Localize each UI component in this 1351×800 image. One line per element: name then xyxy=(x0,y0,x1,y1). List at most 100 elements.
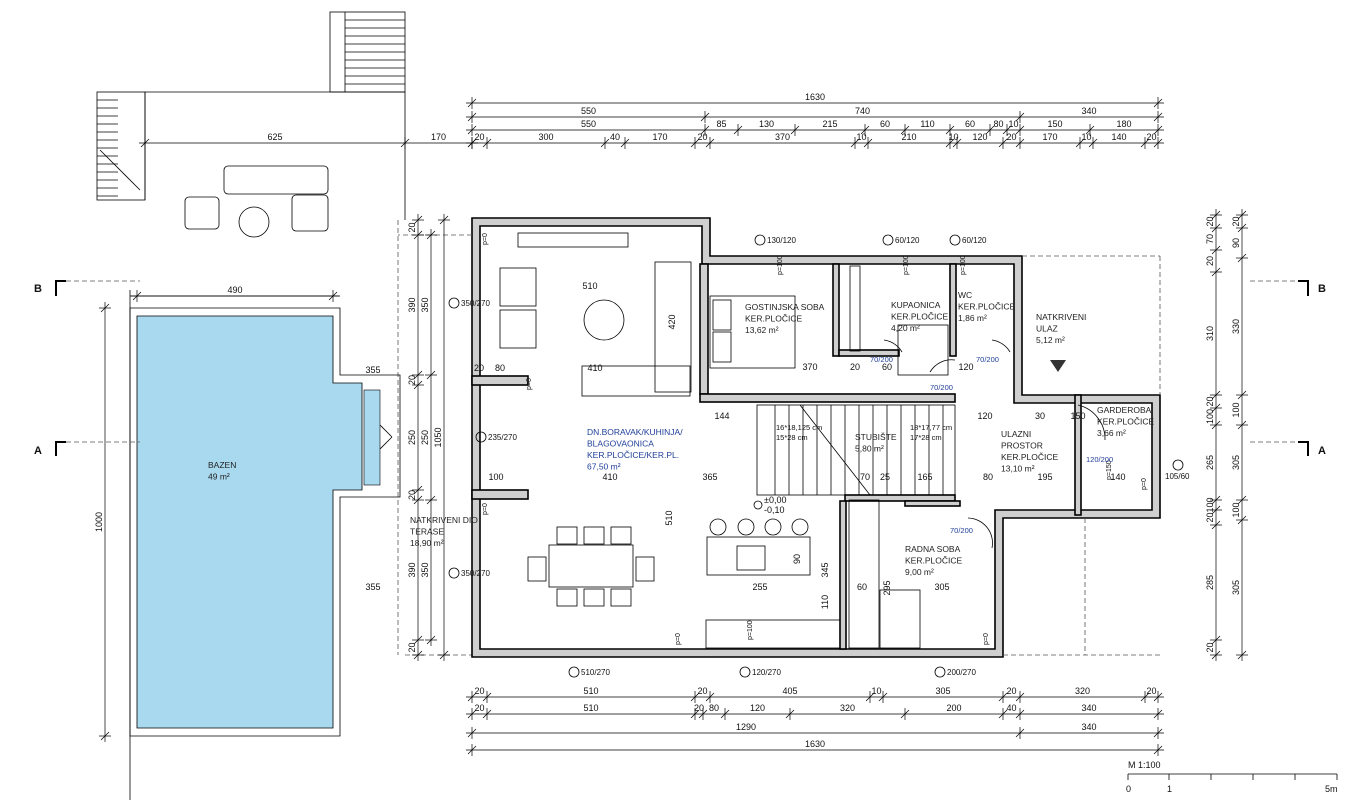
dimension-label: 300 xyxy=(538,132,553,142)
room-labels: DN.BORAVAK/KUHINJA/BLAGOVAONICAKER.PLOČI… xyxy=(208,290,1154,577)
room-label-covered-entry: 5,12 m² xyxy=(1036,335,1065,345)
dimension-label: 130 xyxy=(759,119,774,129)
dimension-label: 20 xyxy=(1205,256,1215,266)
dimension-label: 305 xyxy=(935,686,950,696)
room-label-bath: KER.PLOČICE xyxy=(891,312,948,322)
window-marker-icon xyxy=(1172,459,1184,471)
inner-dimension: 510 xyxy=(582,281,597,291)
stair-spec: 18*17,77 cm xyxy=(910,423,952,432)
dimension-label: 10 xyxy=(1081,132,1091,142)
door-swing-icon xyxy=(1077,404,1106,441)
dimension-label: 20 xyxy=(1146,686,1156,696)
window-marker-icon xyxy=(448,297,460,309)
floor-level-mark: p=0 xyxy=(482,503,489,515)
stool-icon xyxy=(737,518,755,536)
walls xyxy=(398,217,1161,658)
dimension-label: 180 xyxy=(1116,119,1131,129)
window-marker-icon xyxy=(568,666,580,678)
dimension-label: 20 xyxy=(1205,216,1215,226)
dimension-label: 305 xyxy=(1231,455,1241,470)
dimension-label: 85 xyxy=(716,119,726,129)
stair-top-icon xyxy=(329,11,406,93)
dimension-label: 40 xyxy=(610,132,620,142)
dimension-label: 60 xyxy=(965,119,975,129)
room-label-entry: PROSTOR xyxy=(1001,441,1043,451)
door-size: 70/200 xyxy=(930,383,953,392)
dimension-label: 100 xyxy=(1231,402,1241,417)
window-size: 350/270 xyxy=(461,569,490,578)
room-label-living: BLAGOVAONICA xyxy=(587,439,654,449)
window-marker-icon xyxy=(739,666,751,678)
dimension-label: 210 xyxy=(901,132,916,142)
room-label-covered-entry: ULAZ xyxy=(1036,324,1058,334)
stair-left-icon xyxy=(96,91,146,201)
door-swing-icon xyxy=(883,339,903,353)
dimension-label: 100 xyxy=(1205,409,1215,424)
stair-spec: 17*28 cm xyxy=(910,433,942,442)
chair-icon xyxy=(583,526,605,545)
dimension-label: 20 xyxy=(1006,686,1016,696)
dimension-label: 20 xyxy=(1205,396,1215,406)
dimension-label: 20 xyxy=(1146,132,1156,142)
stair-spec: 16*18,125 cm xyxy=(776,423,822,432)
door-swing-icon xyxy=(967,517,993,549)
window-size: 130/120 xyxy=(767,236,796,245)
dimension-label: 340 xyxy=(1081,106,1096,116)
dimension-label: 350 xyxy=(420,562,430,577)
room-label-bath: 4,20 m² xyxy=(891,323,920,333)
room-label-covered-entry: NATKRIVENI xyxy=(1036,312,1086,322)
dimension-label: 320 xyxy=(1075,686,1090,696)
dimension-label: 285 xyxy=(1205,575,1215,590)
dimension-label: 320 xyxy=(840,703,855,713)
dimension-label: 70 xyxy=(1205,234,1215,244)
room-label-wardrobe: 3,66 m² xyxy=(1097,428,1126,438)
window-markers: 350/270 235/270 350/270 510/270 120/270 … xyxy=(448,234,1190,678)
inner-dimension: 80 xyxy=(495,363,505,373)
dimension-label: 10 xyxy=(871,686,881,696)
dimension-label: 170 xyxy=(1042,132,1057,142)
window-marker-icon xyxy=(882,234,894,246)
dimension-label: 350 xyxy=(420,297,430,312)
inner-dimension: 100 xyxy=(488,472,503,482)
inner-dimension: 20 xyxy=(474,363,484,373)
inner-dimension: 370 xyxy=(802,362,817,372)
window-marker-icon xyxy=(949,234,961,246)
floor-level-mark: p=0 xyxy=(526,378,533,390)
door-size: 70/200 xyxy=(950,526,973,535)
dimension-label: 740 xyxy=(855,106,870,116)
inner-dimension: 345 xyxy=(820,562,830,577)
dimension-label: 100 xyxy=(1231,502,1241,517)
inner-dimension: 410 xyxy=(602,472,617,482)
room-label-study: KER.PLOČICE xyxy=(905,556,962,566)
inner-dimension: 365 xyxy=(702,472,717,482)
dimension-label: 60 xyxy=(880,119,890,129)
section-markers: B B A A xyxy=(34,280,1326,457)
room-label-wc: KER.PLOČICE xyxy=(958,302,1015,312)
dimension-label: 20 xyxy=(407,222,417,232)
level-mark: ±0,00 -0,10 xyxy=(753,495,786,515)
scale-tick-1: 1 xyxy=(1167,784,1172,794)
chair-icon xyxy=(635,556,655,582)
stool-icon xyxy=(764,518,782,536)
inner-dimension: 150 xyxy=(1070,411,1085,421)
door-swing-icon xyxy=(991,339,1011,353)
stool-icon xyxy=(709,518,727,536)
dimension-label: 140 xyxy=(1111,132,1126,142)
level-bottom: -0,10 xyxy=(764,505,785,515)
dimension-label: 250 xyxy=(420,430,430,445)
section-a-right: A xyxy=(1318,445,1326,457)
dimension-label: 20 xyxy=(1205,512,1215,522)
stool-icon xyxy=(791,518,809,536)
dimension-label: 150 xyxy=(1047,119,1062,129)
dimension-label: 20 xyxy=(407,642,417,652)
room-label-guest: 13,62 m² xyxy=(745,325,779,335)
room-label-terrace: NATKRIVENI DIO xyxy=(410,515,478,525)
dimension-label: 20 xyxy=(697,686,707,696)
chair-icon xyxy=(556,588,578,607)
dimension-label: 215 xyxy=(822,119,837,129)
door-size: 70/200 xyxy=(976,355,999,364)
room-label-terrace: 18,90 m² xyxy=(410,538,444,548)
inner-dimension: 120 xyxy=(958,362,973,372)
room-label-wardrobe: KER.PLOČICE xyxy=(1097,417,1154,427)
dimension-label: 405 xyxy=(782,686,797,696)
